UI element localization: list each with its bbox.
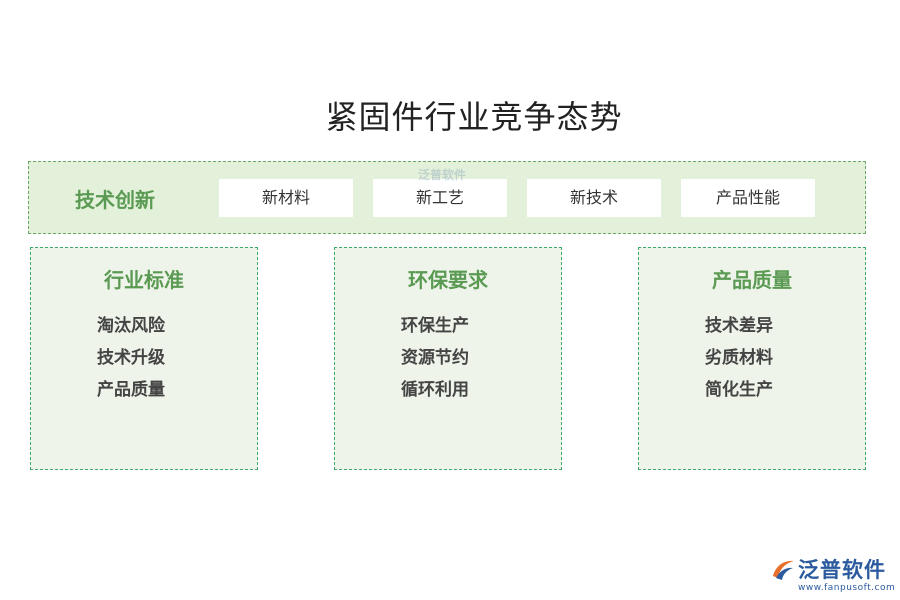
- technology-innovation-band: 技术创新 新材料 新工艺 新技术 产品性能: [28, 161, 866, 234]
- card-product-quality: 产品质量 技术差异 劣质材料 简化生产: [638, 247, 866, 470]
- card-environmental-requirements: 环保要求 环保生产 资源节约 循环利用: [334, 247, 562, 470]
- list-item: 技术差异: [705, 316, 773, 336]
- band-label: 技术创新: [75, 188, 155, 212]
- list-item: 环保生产: [401, 316, 469, 336]
- card-list: 技术差异 劣质材料 简化生产: [705, 310, 773, 406]
- list-item: 淘汰风险: [97, 316, 165, 336]
- card-list: 淘汰风险 技术升级 产品质量: [97, 310, 165, 406]
- band-item-new-materials: 新材料: [219, 179, 353, 217]
- list-item: 资源节约: [401, 348, 469, 368]
- card-list: 环保生产 资源节约 循环利用: [401, 310, 469, 406]
- card-title: 行业标准: [104, 268, 184, 292]
- card-title: 环保要求: [408, 268, 488, 292]
- band-item-product-performance: 产品性能: [681, 179, 815, 217]
- list-item: 产品质量: [97, 380, 165, 400]
- list-item: 劣质材料: [705, 348, 773, 368]
- logo-url: www.fanpusoft.com: [798, 583, 896, 593]
- logo-swoosh-icon: [773, 560, 794, 580]
- list-item: 简化生产: [705, 380, 773, 400]
- logo-text: 泛普软件: [798, 558, 886, 582]
- card-industry-standards: 行业标准 淘汰风险 技术升级 产品质量: [30, 247, 258, 470]
- list-item: 技术升级: [97, 348, 165, 368]
- card-title: 产品质量: [712, 268, 792, 292]
- list-item: 循环利用: [401, 380, 469, 400]
- band-item-new-technology: 新技术: [527, 179, 661, 217]
- band-item-new-process: 新工艺: [373, 179, 507, 217]
- brand-logo: 泛普软件 www.fanpusoft.com: [770, 553, 895, 593]
- page-title: 紧固件行业竞争态势: [325, 98, 623, 136]
